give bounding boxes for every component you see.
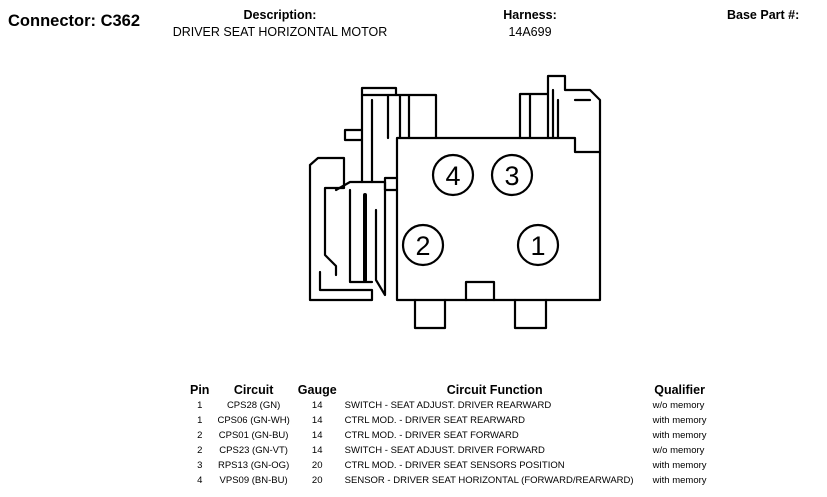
row-qualifier: with memory (652, 415, 707, 426)
connector-face-diagram: 4 3 2 1 (308, 74, 602, 330)
row-qualifier: with memory (652, 430, 707, 441)
table-row: 2 CPS01 (GN-BU) 14 CTRL MOD. - DRIVER SE… (186, 428, 711, 443)
pin-3-cavity (490, 153, 534, 197)
row-function: CTRL MOD. - DRIVER SEAT SENSORS POSITION (344, 460, 565, 471)
table-row: 3 RPS13 (GN-OG) 20 CTRL MOD. - DRIVER SE… (186, 458, 711, 473)
pin-4-cavity (431, 153, 475, 197)
pin-4-label: 4 (445, 161, 460, 191)
bottom-key (464, 280, 496, 302)
pin-1-cavity (516, 223, 560, 267)
harness-label: Harness: (503, 8, 557, 22)
row-pin: 1 (197, 415, 203, 426)
row-function: SWITCH - SEAT ADJUST. DRIVER FORWARD (344, 445, 545, 456)
table-row: 1 CPS28 (GN) 14 SWITCH - SEAT ADJUST. DR… (186, 398, 711, 413)
row-function: CTRL MOD. - DRIVER SEAT REARWARD (344, 415, 526, 426)
row-qualifier: with memory (652, 475, 707, 486)
row-circuit: CPS28 (GN) (226, 400, 281, 411)
harness-value: 14A699 (508, 25, 552, 39)
header-gauge: Gauge (297, 383, 337, 397)
row-function: CTRL MOD. - DRIVER SEAT FORWARD (344, 430, 519, 441)
row-function: SENSOR - DRIVER SEAT HORIZONTAL (FORWARD… (344, 475, 634, 486)
row-qualifier: w/o memory (652, 445, 705, 456)
header-circuit: Circuit (233, 383, 274, 397)
row-circuit: CPS06 (GN-WH) (217, 415, 290, 426)
row-gauge: 14 (311, 400, 323, 411)
table-row: 2 CPS23 (GN-VT) 14 SWITCH - SEAT ADJUST.… (186, 443, 711, 458)
table-row: 4 VPS09 (BN-BU) 20 SENSOR - DRIVER SEAT … (186, 473, 711, 488)
description-value: DRIVER SEAT HORIZONTAL MOTOR (172, 25, 388, 39)
pin-3-label: 3 (504, 161, 519, 191)
row-pin: 4 (197, 475, 203, 486)
pin-2-cavity (401, 223, 445, 267)
header-circuit-function: Circuit Function (446, 383, 543, 397)
table-header-row: Pin Circuit Gauge Circuit Function Quali… (186, 382, 711, 398)
base-part-label: Base Part #: (727, 8, 800, 22)
housing-left-step (383, 176, 399, 192)
row-gauge: 14 (311, 445, 323, 456)
row-pin: 1 (197, 400, 203, 411)
row-qualifier: with memory (652, 460, 707, 471)
description-label: Description: (243, 8, 317, 22)
row-circuit: VPS09 (BN-BU) (219, 475, 288, 486)
pin-1-label: 1 (530, 231, 545, 261)
row-gauge: 20 (311, 475, 323, 486)
header-pin: Pin (190, 383, 210, 397)
header-qualifier: Qualifier (654, 383, 705, 397)
row-gauge: 14 (311, 430, 323, 441)
circuit-table: Pin Circuit Gauge Circuit Function Quali… (186, 382, 711, 488)
row-gauge: 20 (311, 460, 323, 471)
row-function: SWITCH - SEAT ADJUST. DRIVER REARWARD (344, 400, 552, 411)
right-latch (518, 74, 602, 154)
row-circuit: CPS01 (GN-BU) (218, 430, 289, 441)
row-pin: 3 (197, 460, 203, 471)
row-pin: 2 (197, 430, 203, 441)
connector-title: Connector: C362 (8, 12, 141, 30)
row-circuit: RPS13 (GN-OG) (217, 460, 290, 471)
row-gauge: 14 (311, 415, 323, 426)
row-qualifier: w/o memory (652, 400, 705, 411)
row-circuit: CPS23 (GN-VT) (219, 445, 288, 456)
pin-2-label: 2 (415, 231, 430, 261)
bottom-peg-left (413, 298, 447, 330)
table-row: 1 CPS06 (GN-WH) 14 CTRL MOD. - DRIVER SE… (186, 413, 711, 428)
bottom-peg-right (513, 298, 548, 330)
row-pin: 2 (197, 445, 203, 456)
left-clip (308, 156, 374, 302)
